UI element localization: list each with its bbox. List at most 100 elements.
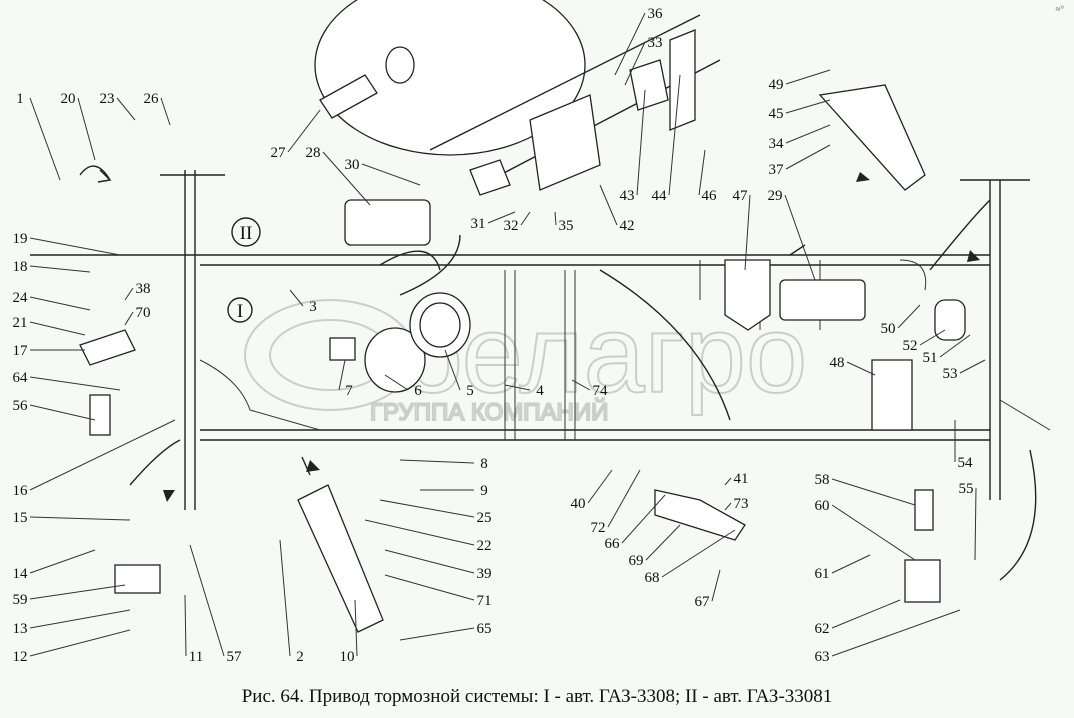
leader-line: [287, 109, 321, 153]
part-label-29: 29: [768, 188, 783, 204]
leader-line: [645, 524, 681, 561]
chassis-frame: [30, 170, 1051, 510]
part-label-38: 38: [136, 281, 151, 297]
leader-line: [124, 311, 134, 326]
leader-line: [29, 584, 126, 600]
part-label-41: 41: [734, 471, 749, 487]
leader-line: [29, 404, 96, 421]
leader-line: [399, 627, 475, 641]
leader-line: [338, 359, 346, 391]
leader-line: [661, 529, 736, 578]
leader-line: [785, 124, 831, 144]
part-label-24: 24: [13, 290, 29, 306]
leader-line: [504, 384, 531, 391]
leader-line: [599, 184, 618, 226]
part-label-10: 10: [340, 649, 355, 665]
part-label-23: 23: [100, 91, 115, 107]
leader-line: [831, 554, 871, 574]
part-label-52: 52: [903, 338, 918, 354]
part-label-26: 26: [144, 91, 160, 107]
part-label-9: 9: [480, 483, 488, 499]
part-label-15: 15: [13, 510, 28, 526]
part-label-1: 1: [16, 91, 24, 107]
variant-label-I: I: [237, 301, 243, 322]
part-label-44: 44: [652, 188, 668, 204]
leader-line: [831, 478, 916, 506]
part-label-34: 34: [769, 136, 785, 152]
leader-line: [831, 504, 916, 561]
leader-line: [897, 304, 921, 329]
leader-line: [189, 544, 225, 657]
leader-line: [487, 211, 516, 224]
leader-line: [29, 321, 86, 336]
leader-line: [124, 287, 134, 301]
part-label-71: 71: [477, 593, 492, 609]
part-label-31: 31: [471, 216, 486, 232]
variant-label-II: II: [240, 223, 253, 244]
leader-line: [571, 379, 591, 391]
part-label-73: 73: [734, 496, 749, 512]
part-label-60: 60: [815, 498, 830, 514]
figure-caption: Рис. 64. Привод тормозной системы: I - а…: [241, 686, 833, 707]
leader-line: [379, 499, 475, 518]
part-label-12: 12: [13, 649, 28, 665]
air-tank: [314, 0, 721, 196]
part-label-4: 4: [536, 383, 544, 399]
leader-line: [361, 163, 421, 186]
part-label-36: 36: [648, 6, 664, 22]
leader-line: [279, 539, 291, 657]
part-label-25: 25: [477, 510, 492, 526]
leader-line: [29, 265, 91, 273]
part-label-13: 13: [13, 621, 28, 637]
part-label-14: 14: [13, 566, 29, 582]
leader-line: [785, 99, 831, 114]
part-label-63: 63: [815, 649, 830, 665]
leader-line: [289, 289, 304, 307]
part-label-20: 20: [61, 91, 76, 107]
part-label-42: 42: [620, 218, 635, 234]
part-label-72: 72: [591, 520, 606, 536]
part-label-33: 33: [648, 35, 663, 51]
part-label-37: 37: [769, 162, 785, 178]
part-label-46: 46: [702, 188, 718, 204]
watermark: белагро ГРУППА КОМПАНИЙ: [244, 292, 808, 427]
part-label-47: 47: [733, 188, 749, 204]
part-label-50: 50: [881, 321, 896, 337]
part-label-49: 49: [769, 77, 784, 93]
leader-line: [621, 494, 666, 544]
part-label-54: 54: [958, 455, 974, 471]
part-label-6: 6: [414, 383, 422, 399]
leader-line: [919, 329, 946, 346]
leader-line: [784, 194, 816, 281]
part-label-27: 27: [271, 145, 287, 161]
leader-line: [939, 334, 971, 358]
part-label-35: 35: [559, 218, 574, 234]
leader-line: [554, 211, 557, 226]
part-label-74: 74: [593, 383, 609, 399]
part-label-69: 69: [629, 553, 644, 569]
leader-line: [29, 629, 131, 657]
part-label-16: 16: [13, 483, 29, 499]
leader-line: [587, 469, 613, 504]
leader-line: [29, 296, 91, 311]
leader-line: [520, 211, 531, 226]
part-label-11: 11: [189, 649, 203, 665]
part-label-45: 45: [769, 106, 784, 122]
leader-line: [444, 349, 461, 391]
part-label-18: 18: [13, 259, 28, 275]
leader-line: [668, 74, 681, 196]
leader-line: [384, 549, 475, 574]
part-label-32: 32: [504, 218, 519, 234]
leader-line: [29, 549, 96, 574]
leader-line: [384, 374, 409, 391]
part-label-48: 48: [830, 355, 845, 371]
part-label-43: 43: [620, 188, 635, 204]
part-label-22: 22: [477, 538, 492, 554]
part-label-30: 30: [345, 157, 360, 173]
leader-line: [160, 97, 171, 126]
part-label-17: 17: [13, 343, 29, 359]
leader-line: [29, 419, 176, 491]
